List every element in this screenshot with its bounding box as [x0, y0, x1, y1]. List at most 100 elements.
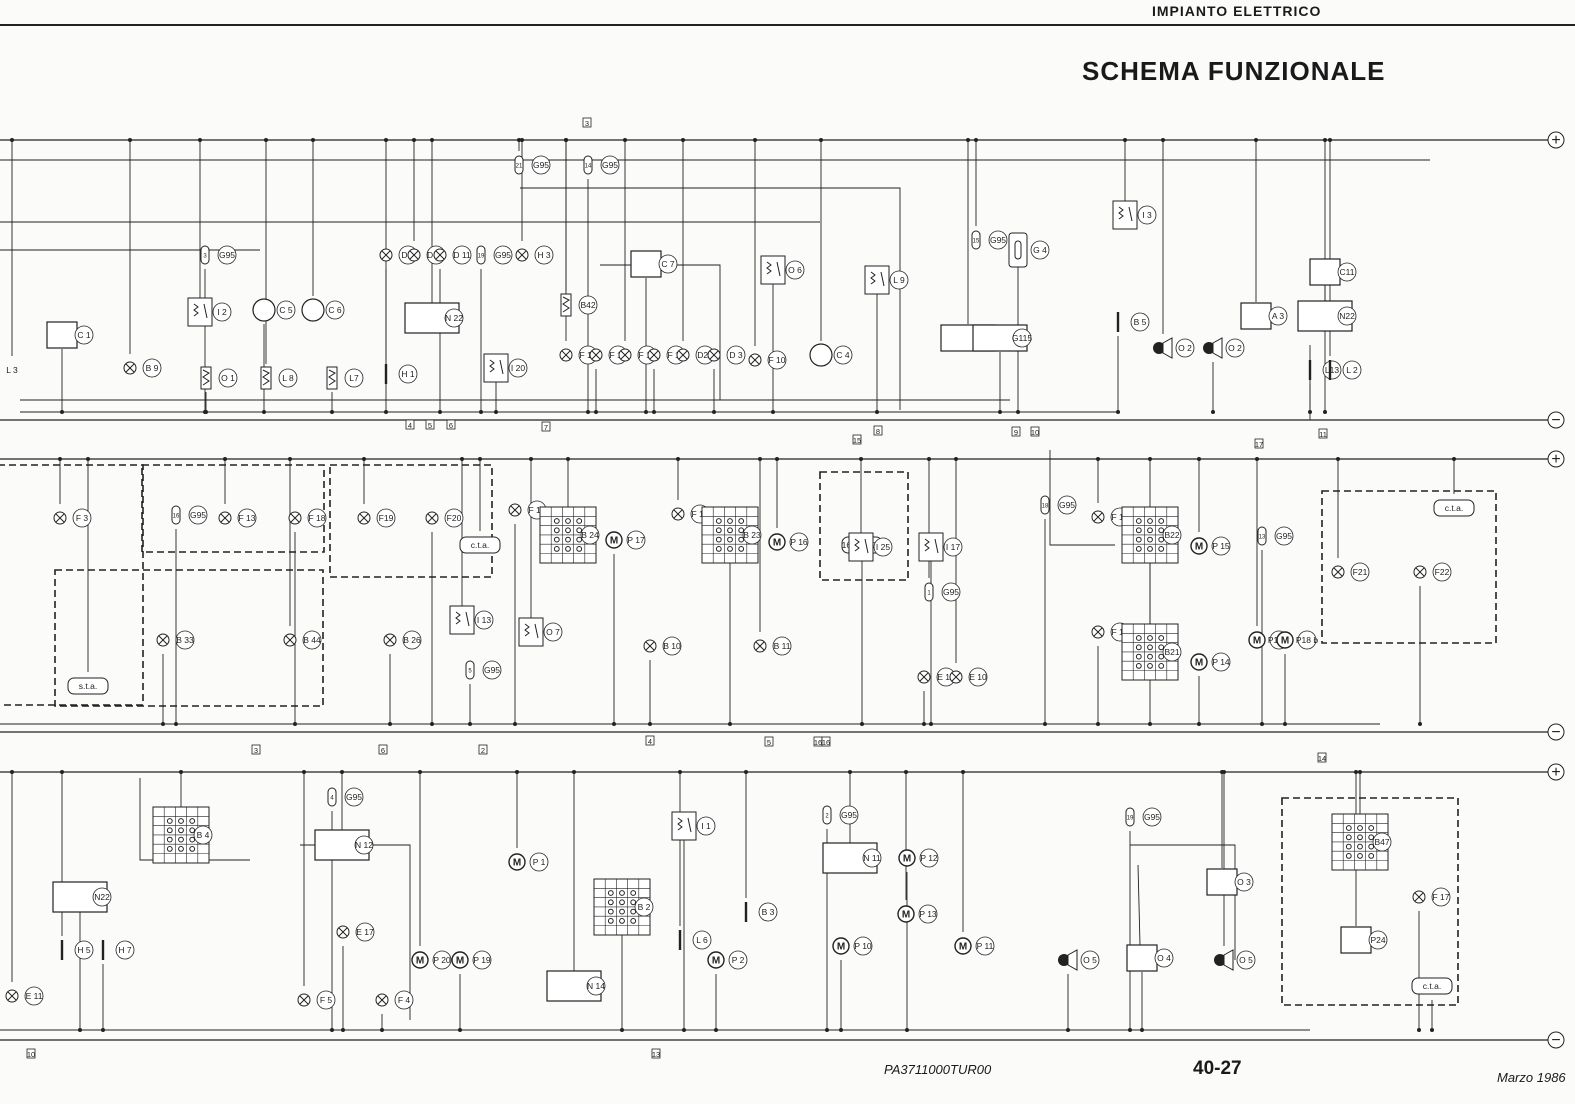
svg-text:P 10: P 10: [854, 941, 872, 951]
svg-text:F 17: F 17: [1432, 892, 1449, 902]
component-label: C11: [1337, 262, 1357, 282]
component-label: H 5: [74, 940, 94, 960]
svg-text:4: 4: [330, 796, 334, 802]
svg-text:N 12: N 12: [355, 840, 373, 850]
lamp-symbol: [707, 348, 721, 362]
svg-text:18: 18: [1042, 504, 1049, 510]
motor-symbol: M: [1248, 631, 1266, 649]
svg-text:C 6: C 6: [328, 305, 342, 315]
svg-text:L 9: L 9: [893, 275, 905, 285]
svg-text:F20: F20: [447, 513, 462, 523]
component-label: G95: [188, 505, 208, 525]
lamp-symbol: [748, 353, 762, 367]
component-label: O 3: [1234, 872, 1254, 892]
component-label: B 24: [580, 525, 600, 545]
lamp-symbol: [283, 633, 297, 647]
lamp-symbol: [383, 633, 397, 647]
connector-symbol: 13: [1257, 526, 1267, 546]
svg-text:G 4: G 4: [1033, 245, 1047, 255]
junction-dot: [302, 770, 306, 774]
svg-text:5: 5: [428, 421, 432, 430]
component-label: B47: [1372, 832, 1392, 852]
junction-dot: [1323, 410, 1327, 414]
svg-text:F22: F22: [1435, 567, 1450, 577]
positive-terminal: +: [1547, 450, 1565, 468]
svg-text:O 2: O 2: [1178, 343, 1192, 353]
junction-dot: [1148, 457, 1152, 461]
junction-dot: [10, 138, 14, 142]
page-title: SCHEMA FUNZIONALE: [1082, 56, 1386, 86]
component-label: O 4: [1154, 948, 1174, 968]
connector-symbol: 15: [971, 230, 981, 250]
resistor-symbol: [560, 293, 572, 317]
wire-ref-tag: 3: [251, 744, 261, 755]
svg-text:B 23: B 23: [743, 530, 761, 540]
component-label: H 7: [115, 940, 135, 960]
print-date: Marzo 1986: [1497, 1070, 1566, 1085]
svg-text:C 5: C 5: [279, 305, 293, 315]
component-label: L7: [344, 368, 364, 388]
component-label: O 6: [785, 260, 805, 280]
component-label: P 13: [918, 904, 938, 924]
lamp-symbol: [618, 348, 632, 362]
component-label: O 2: [1175, 338, 1195, 358]
component-label: H 1: [398, 364, 418, 384]
svg-text:14: 14: [585, 164, 592, 170]
svg-text:16: 16: [814, 738, 822, 747]
component-label: A 3: [1268, 306, 1288, 326]
lamp-symbol: [336, 925, 350, 939]
svg-text:L7: L7: [349, 373, 359, 383]
component-label: I 20: [508, 358, 528, 378]
svg-text:O 4: O 4: [1157, 953, 1171, 963]
module-box: [630, 250, 662, 278]
svg-text:B 5: B 5: [1134, 317, 1147, 327]
svg-text:19: 19: [1127, 816, 1134, 822]
component-label: G95: [1274, 526, 1294, 546]
svg-text:F 17: F 17: [1111, 512, 1128, 522]
svg-text:M: M: [902, 910, 910, 921]
junction-dot: [418, 770, 422, 774]
motor-symbol: M: [832, 937, 850, 955]
svg-text:O 5: O 5: [1083, 955, 1097, 965]
component-label: F 3: [72, 508, 92, 528]
svg-text:E 10: E 10: [969, 672, 987, 682]
relay-symbol: [671, 811, 697, 841]
lamp-symbol: [917, 670, 931, 684]
junction-dot: [744, 770, 748, 774]
positive-terminal: +: [1547, 131, 1565, 149]
component-label: G95: [493, 245, 513, 265]
svg-text:F 17: F 17: [691, 509, 708, 519]
component-label: O 7: [543, 622, 563, 642]
svg-text:I 25: I 25: [876, 542, 890, 552]
svg-text:P 1: P 1: [533, 857, 546, 867]
lamp-symbol: [508, 503, 522, 517]
svg-text:M: M: [1253, 636, 1261, 647]
svg-text:C 7: C 7: [661, 259, 675, 269]
component-label: B 3: [758, 902, 778, 922]
component-label: I 13: [474, 610, 494, 630]
component-label: N 11: [862, 848, 882, 868]
junction-dot: [1222, 770, 1226, 774]
svg-text:O 1: O 1: [221, 373, 235, 383]
junction-dot: [58, 457, 62, 461]
lamp-symbol: [156, 633, 170, 647]
wire-ref-tag: 7: [541, 421, 551, 432]
component-label: I 17: [943, 537, 963, 557]
note-box: [1433, 499, 1475, 517]
component-label: B 44: [302, 630, 322, 650]
junction-dot: [179, 770, 183, 774]
relay-symbol: [848, 532, 874, 562]
wire-ref-tag: 16: [821, 736, 831, 747]
component-label: B 11: [772, 636, 792, 656]
svg-text:N 11: N 11: [863, 853, 881, 863]
wire-ref-tag: 10: [1030, 426, 1040, 437]
component-label: G95: [344, 787, 364, 807]
svg-text:4: 4: [648, 737, 652, 746]
junction-dot: [60, 770, 64, 774]
svg-text:P 13: P 13: [919, 909, 937, 919]
lamp-symbol: [433, 248, 447, 262]
svg-text:G95: G95: [1059, 500, 1075, 510]
wire-ref-tag: 13: [651, 1048, 661, 1059]
component-label: G95: [941, 582, 961, 602]
